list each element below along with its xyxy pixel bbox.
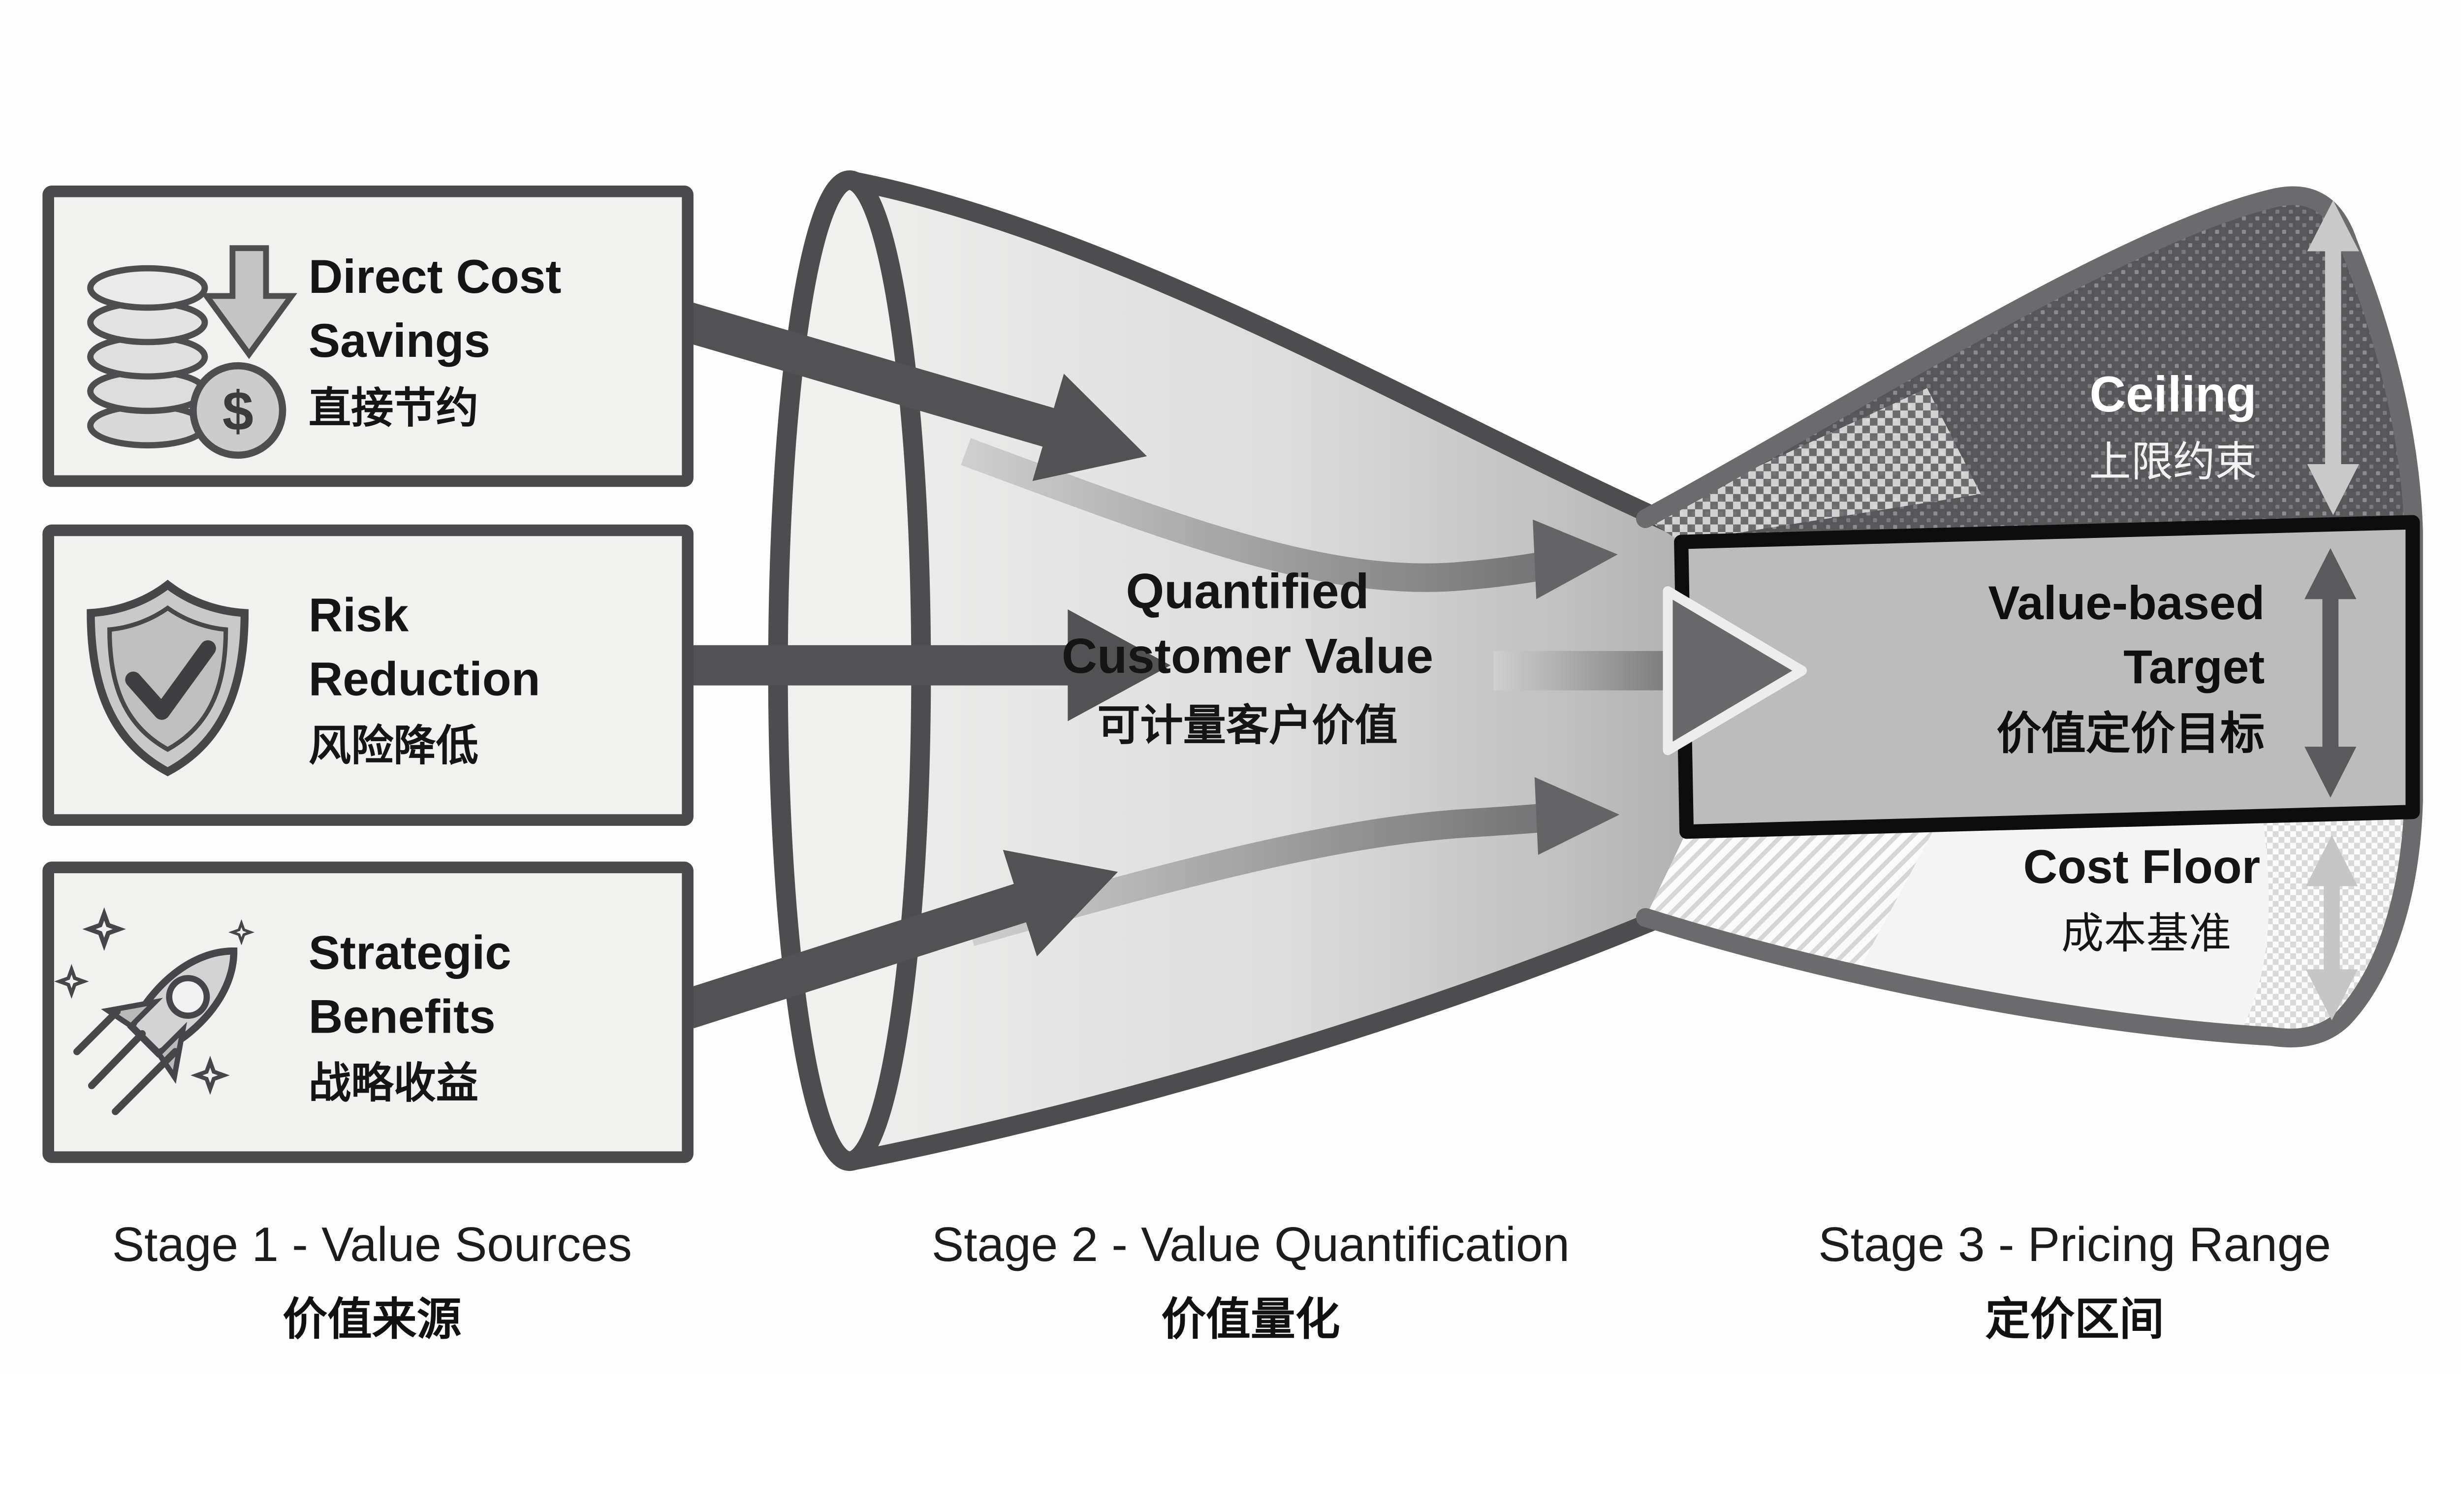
flow-arrow-middle [1493,586,1807,756]
floor-label-en: Cost Floor [2023,841,2260,893]
funnel-bottom-edge [840,903,1684,1171]
stage3-caption-zh: 定价区间 [1985,1295,2164,1345]
arrow-direct-cost [682,302,1147,481]
target-label: Value-based Target 价值定价目标 [1988,577,2265,758]
stage1-caption-zh: 价值来源 [283,1295,461,1345]
dollar-coin-icon [189,362,286,459]
funnel-top-edge [840,171,1684,535]
box1-title-line1: Direct Cost [309,251,562,303]
diagram-svg: $ Direct Cost Savings 直接节约 Risk Reductio… [42,170,2423,1345]
box3-subtitle-zh: 战略收益 [309,1060,478,1107]
ceiling-label: Ceiling 上限约束 [2089,366,2257,486]
floor-label-zh: 成本基准 [2061,910,2231,957]
flow-arrow-top [961,438,1618,599]
arrow-risk [688,609,1171,722]
flow-arrow-bottom [966,777,1620,946]
box-strategic-benefits: Strategic Benefits 战略收益 [42,861,694,1163]
stage-captions: Stage 1 - Value Sources 价值来源 Stage 2 - V… [112,1217,2331,1345]
ceiling-checker-wedge [1645,388,1981,542]
pricing-funnel-diagram: $ Direct Cost Savings 直接节约 Risk Reductio… [42,170,2423,1345]
target-range-arrow [2304,548,2357,798]
box-risk-reduction: Risk Reduction 风险降低 [42,524,694,826]
ceiling-range-arrow [2307,200,2359,515]
arrow-strategic [681,850,1118,1029]
box3-title-line1: Strategic [309,927,511,979]
ceiling-label-zh: 上限约束 [2089,439,2257,485]
box-direct-cost-savings: $ Direct Cost Savings 直接节约 [42,185,694,487]
target-label-zh: 价值定价目标 [1996,709,2265,759]
stage1-caption: Stage 1 - Value Sources [112,1217,632,1271]
box2-subtitle-zh: 风险降低 [309,722,478,769]
target-label-line1: Value-based [1988,577,2265,630]
sparkle-icons [54,907,255,1095]
floor-range-arrow [2305,835,2358,1021]
shield-check-icon [87,579,249,777]
funnel-label-line1: Quantified [1126,564,1369,619]
source-arrows [681,302,1171,1029]
floor-label: Cost Floor 成本基准 [2023,841,2260,957]
box1-subtitle-zh: 直接节约 [309,384,478,432]
rocket-speed-lines [73,1008,179,1115]
box2-title-line1: Risk [309,589,409,642]
value-source-boxes: $ Direct Cost Savings 直接节约 Risk Reductio… [42,185,694,1163]
pricing-range-horn [1636,186,2423,1048]
box2-title-line2: Reduction [309,653,540,706]
stage2-caption: Stage 2 - Value Quantification [932,1217,1570,1271]
funnel-label: Quantified Customer Value 可计量客户价值 [1062,564,1433,749]
funnel-label-zh: 可计量客户价值 [1097,701,1397,749]
funnel-label-line2: Customer Value [1062,629,1433,684]
stage2-caption-zh: 价值量化 [1161,1295,1340,1345]
down-arrow-icon [201,245,297,359]
rocket-icon [54,907,255,1115]
dollar-symbol: $ [222,380,253,442]
coins-cost-down-icon: $ [87,245,297,459]
horn-outline [1636,186,2423,1048]
box3-title-line2: Benefits [309,990,496,1043]
target-label-line2: Target [2123,641,2265,693]
ceiling-label-en: Ceiling [2089,366,2256,422]
box1-title-line2: Savings [309,315,490,367]
stage3-caption: Stage 3 - Pricing Range [1818,1217,2331,1271]
